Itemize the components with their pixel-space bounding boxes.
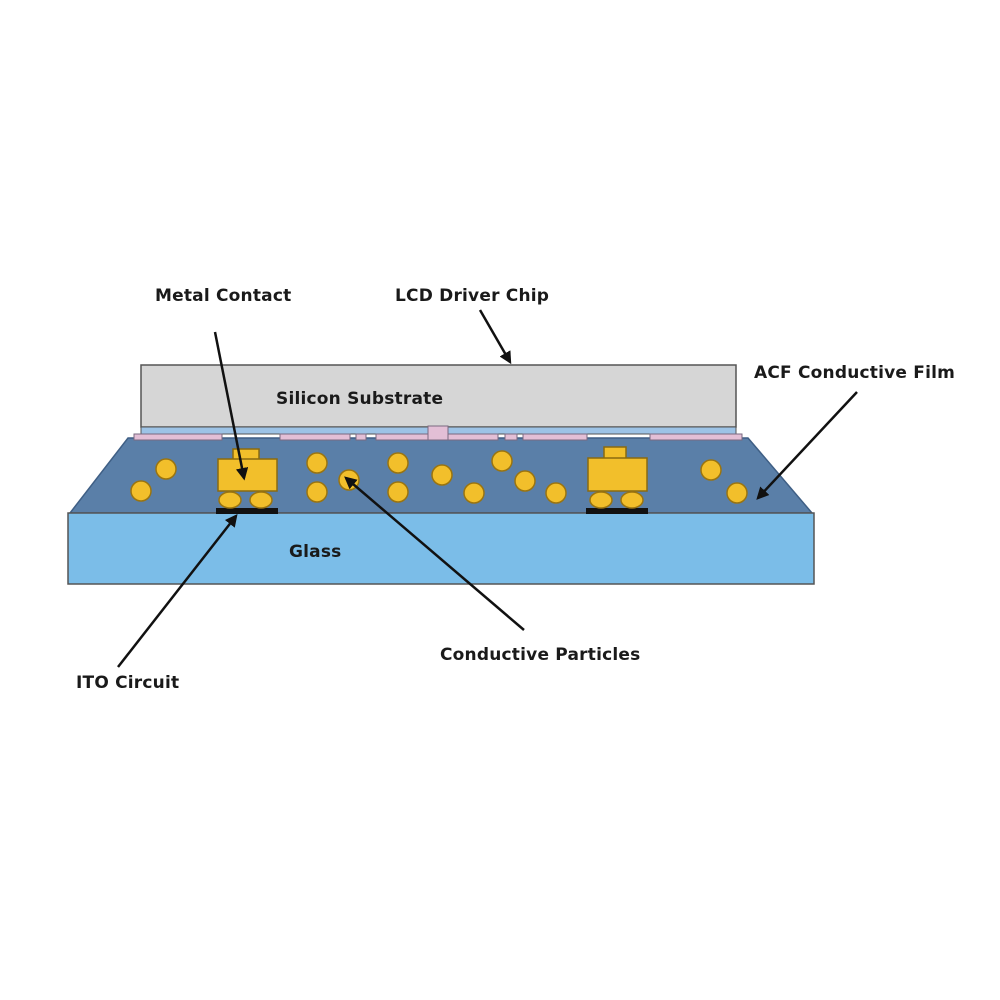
conductive-particle (545, 482, 567, 504)
conductive-particle (514, 470, 536, 492)
arrow-lcd-driver-chip (478, 309, 512, 365)
conductive-particle (155, 458, 177, 480)
label-ito-circuit: ITO Circuit (76, 673, 180, 693)
label-metal-contact: Metal Contact (155, 286, 292, 306)
metal-contact-bump-2 (587, 446, 648, 492)
conductive-particle (306, 481, 328, 503)
label-glass: Glass (289, 542, 342, 562)
conductive-particle (306, 452, 328, 474)
conductive-particle (431, 464, 453, 486)
label-lcd-driver-chip: LCD Driver Chip (395, 286, 550, 306)
conductive-particle (218, 491, 242, 509)
silicon-substrate-layer (140, 364, 737, 428)
ito-circuit-trace-1 (216, 508, 278, 514)
conductive-particle (387, 481, 409, 503)
conductive-particle (620, 491, 644, 509)
conductive-particles (130, 450, 748, 509)
label-conductive-particles: Conductive Particles (440, 645, 641, 665)
arrow-metal-contact (213, 331, 249, 481)
arrow-ito-circuit (117, 514, 238, 668)
conductive-particle (700, 459, 722, 481)
conductive-particle (463, 482, 485, 504)
arrow-conductive-particles (344, 476, 525, 631)
conductive-particle (249, 491, 273, 509)
conductive-particle (387, 452, 409, 474)
passivation-layer (133, 425, 743, 441)
conductive-particle (491, 450, 513, 472)
conductive-particle (589, 491, 613, 509)
callout-arrows (117, 309, 858, 668)
conductive-particle (130, 480, 152, 502)
arrow-acf-conductive-film (756, 391, 858, 500)
ito-circuit-trace-2 (586, 508, 648, 514)
glass-layer (67, 512, 815, 585)
label-acf-conductive-film: ACF Conductive Film (754, 363, 956, 383)
label-silicon-substrate: Silicon Substrate (276, 389, 444, 409)
conductive-particle (726, 482, 748, 504)
